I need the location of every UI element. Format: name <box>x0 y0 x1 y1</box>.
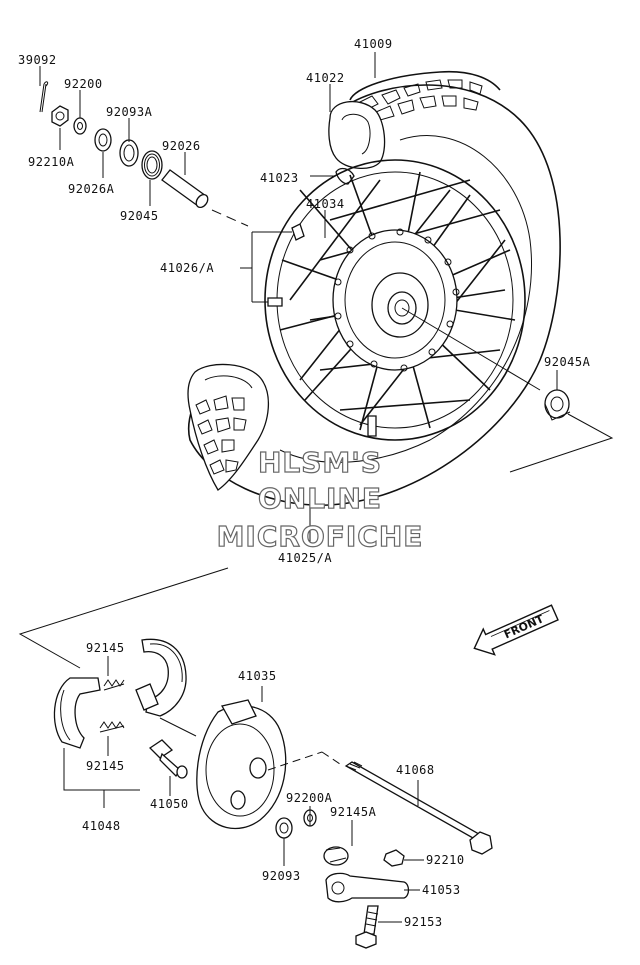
seal-92093 <box>275 817 293 839</box>
tire-outline <box>187 84 561 506</box>
label-92200A: 92200A <box>286 791 333 805</box>
bolt-92153 <box>355 905 379 949</box>
brake-shoe-right <box>135 638 187 717</box>
hub <box>332 228 460 372</box>
label-92093A: 92093A <box>106 105 153 119</box>
axle-centerline <box>401 307 541 391</box>
label-92153: 92153 <box>404 915 443 929</box>
label-92145A: 92145A <box>330 805 377 819</box>
watermark-line3: MICROFICHE <box>217 520 424 553</box>
leader-41048 <box>63 748 140 808</box>
label-92210A: 92210A <box>28 155 75 169</box>
axle-nut <box>51 105 69 127</box>
label-92145-top: 92145 <box>86 641 125 655</box>
label-41048: 41048 <box>82 819 121 833</box>
label-41034: 41034 <box>306 197 345 211</box>
brake-cam <box>148 739 188 779</box>
label-41009: 41009 <box>354 37 393 51</box>
leader-41026A <box>240 231 292 303</box>
label-92026A: 92026A <box>68 182 115 196</box>
bearing-right-bracket <box>509 413 614 473</box>
label-92026: 92026 <box>162 139 201 153</box>
section-divider-left <box>18 567 229 669</box>
label-41022: 41022 <box>306 71 345 85</box>
label-92145-bottom: 92145 <box>86 759 125 773</box>
label-41035: 41035 <box>238 669 277 683</box>
collar-92026A <box>94 128 112 152</box>
axle-shaft <box>344 761 493 855</box>
cotter-pin <box>39 81 49 113</box>
brake-shoe-left <box>53 677 101 749</box>
label-41053: 41053 <box>422 883 461 897</box>
spring-top <box>103 679 125 691</box>
rim-outer <box>264 159 526 441</box>
spring-bottom <box>99 721 125 733</box>
axle-dash-line <box>211 209 249 227</box>
watermark: HLSM'S ONLINE MICROFICHE <box>216 445 424 553</box>
watermark-line1: HLSM'S <box>258 446 382 479</box>
label-41068: 41068 <box>396 763 435 777</box>
label-92200: 92200 <box>64 77 103 91</box>
front-label: FRONT <box>502 612 546 641</box>
tire-tread-bottom <box>187 363 270 491</box>
brake-panel <box>196 699 287 830</box>
watermark-line2: ONLINE <box>258 482 382 515</box>
label-92045A: 92045A <box>544 355 591 369</box>
wheel-assembly <box>187 70 561 506</box>
spoke-nipple-top <box>291 223 305 241</box>
torsion-spring <box>323 846 349 866</box>
valve-stem <box>367 415 377 437</box>
tire-inner-rim <box>279 135 532 463</box>
spoke-nipple-bottom <box>267 297 283 307</box>
bearing-92045 <box>141 150 163 180</box>
washer-92200 <box>73 117 87 135</box>
label-92210: 92210 <box>426 853 465 867</box>
shoe-to-panel-line <box>159 717 197 737</box>
label-92093: 92093 <box>262 869 301 883</box>
seal-92093A <box>119 139 139 167</box>
panel-axle-dash <box>267 751 341 771</box>
label-92045: 92045 <box>120 209 159 223</box>
front-arrow-icon: FRONT <box>473 604 559 656</box>
spacer-92026 <box>161 169 209 209</box>
nut-92210 <box>383 849 405 867</box>
label-41026A: 41026/A <box>160 261 214 275</box>
brake-lever <box>325 872 410 903</box>
label-41050: 41050 <box>150 797 189 811</box>
label-41023: 41023 <box>260 171 299 185</box>
tire-section-top <box>328 100 386 169</box>
label-39092: 39092 <box>18 53 57 67</box>
label-41025A: 41025/A <box>278 551 332 565</box>
bearing-92045A <box>544 389 571 421</box>
tire-tread-top <box>349 70 501 121</box>
